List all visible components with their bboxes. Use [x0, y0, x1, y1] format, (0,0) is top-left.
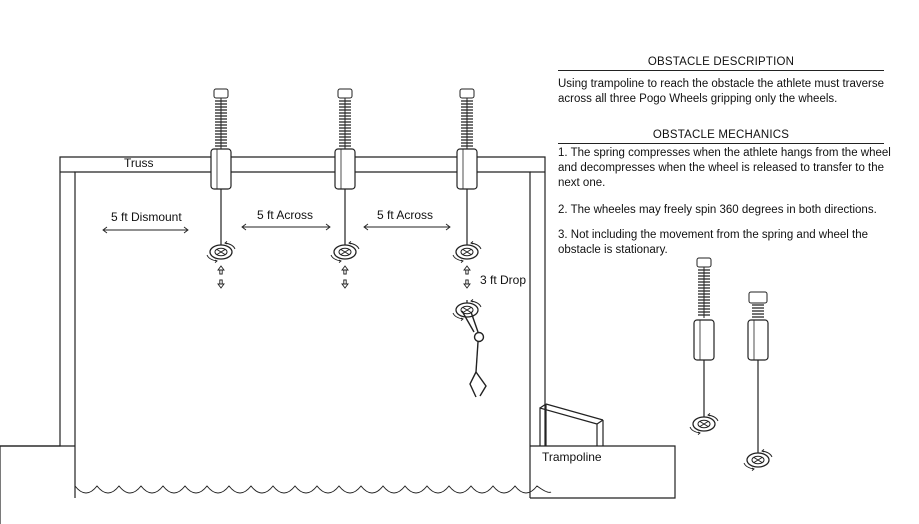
pogo-wheel-2: [330, 88, 360, 289]
pool-frame: [0, 156, 546, 524]
water-surface: [74, 485, 552, 494]
detail-wheel-compressed: [689, 257, 719, 436]
mechanics-item-3: 3. Not including the movement from the s…: [558, 229, 869, 256]
detail-wheel-extended: [743, 291, 773, 472]
mechanics-heading: OBSTACLE MECHANICS: [558, 129, 884, 144]
mechanics-item-1: 1. The spring compresses when the athlet…: [558, 147, 891, 189]
across-label-1: 5 ft Across: [257, 208, 314, 222]
description-body: Using trampoline to reach the obstacle t…: [558, 78, 885, 105]
dismount-label: 5 ft Dismount: [111, 210, 182, 224]
truss-label: Truss: [124, 156, 154, 170]
trampoline-label: Trampoline: [542, 450, 602, 464]
athlete-figure-icon: [461, 310, 487, 398]
trampoline-platform: [530, 403, 676, 499]
pogo-wheel-1: [206, 88, 236, 289]
drop-label: 3 ft Drop: [480, 273, 527, 287]
mechanics-item-2: 2. The wheeles may freely spin 360 degre…: [558, 204, 877, 216]
distance-arrows: [102, 223, 451, 234]
across-label-2: 5 ft Across: [377, 208, 434, 222]
pogo-wheel-3: [452, 88, 482, 322]
description-heading: OBSTACLE DESCRIPTION: [558, 56, 884, 71]
